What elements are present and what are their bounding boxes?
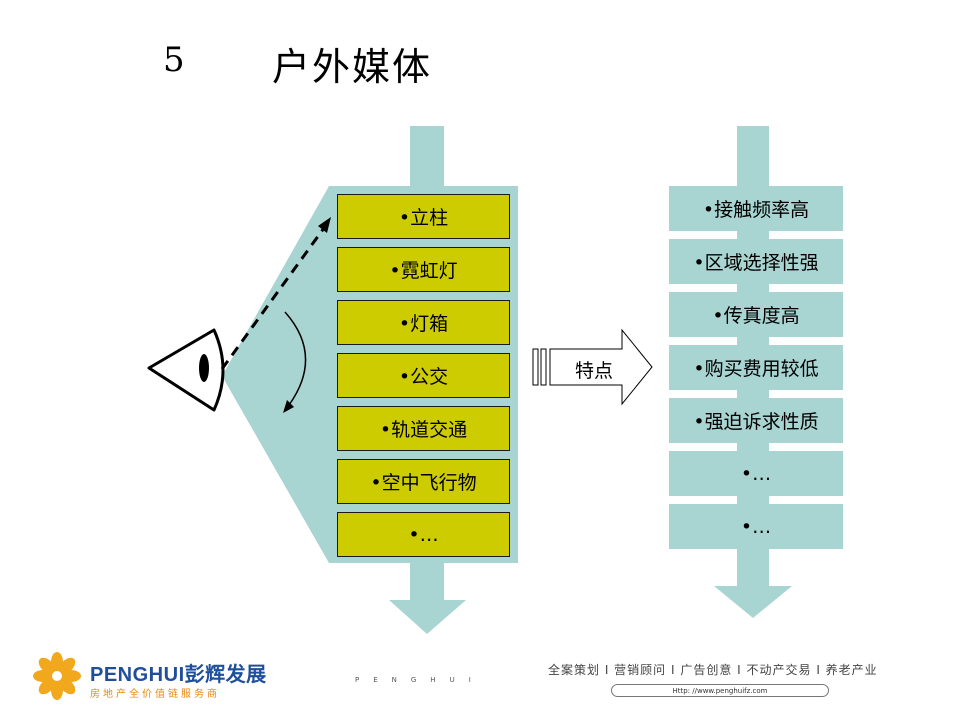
small-brand-text: PENGHUI bbox=[355, 676, 485, 684]
company-tagline: 房地产全价值链服务商 bbox=[90, 689, 220, 700]
slide-number: 5 bbox=[163, 40, 185, 80]
dashed-sight-arrow bbox=[220, 217, 331, 370]
feature-item: •接触频率高 bbox=[669, 186, 843, 231]
media-item: •霓虹灯 bbox=[337, 247, 510, 292]
slide-title: 户外媒体 bbox=[272, 45, 433, 89]
media-item: •… bbox=[337, 512, 510, 557]
feature-item: •… bbox=[669, 451, 843, 496]
hollow-right-arrow bbox=[532, 328, 653, 406]
media-item: •立柱 bbox=[337, 194, 510, 239]
feature-item: •传真度高 bbox=[669, 292, 843, 337]
services-list: 全案策划 I 营销顾问 I 广告创意 I 不动产交易 I 养老产业 bbox=[548, 663, 878, 677]
feature-item: •购买费用较低 bbox=[669, 345, 843, 390]
media-item: •灯箱 bbox=[337, 300, 510, 345]
curved-arrow bbox=[283, 311, 307, 413]
media-item: •公交 bbox=[337, 353, 510, 398]
media-item: •空中飞行物 bbox=[337, 459, 510, 504]
sun-logo-icon bbox=[33, 652, 81, 700]
feature-item: •区域选择性强 bbox=[669, 239, 843, 284]
features-arrow-label: 特点 bbox=[574, 359, 613, 382]
media-item: •轨道交通 bbox=[337, 406, 510, 451]
website-url[interactable]: Http: //www.penghuifz.com bbox=[611, 684, 829, 697]
eye-icon bbox=[147, 328, 225, 412]
company-logo-text: PENGHUI彭辉发展 bbox=[90, 664, 267, 686]
feature-item: •强迫诉求性质 bbox=[669, 398, 843, 443]
feature-item: •… bbox=[669, 504, 843, 549]
